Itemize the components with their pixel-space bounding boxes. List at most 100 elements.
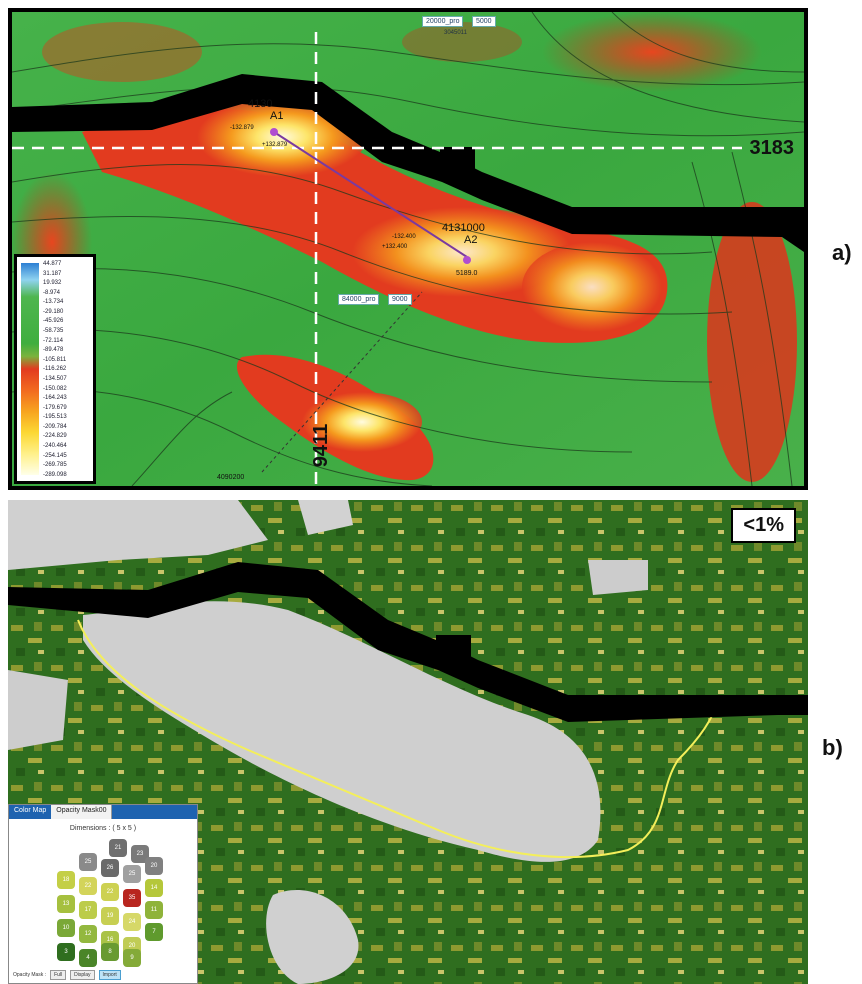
bare-area-west: [8, 670, 68, 750]
legend-tick: -164.243: [43, 395, 67, 402]
hex-cell[interactable]: 7: [145, 923, 163, 941]
well-a2-marker: [463, 256, 471, 264]
hex-cell[interactable]: 20: [145, 857, 163, 875]
import-button[interactable]: Import: [98, 970, 121, 980]
bare-area-n: [298, 500, 353, 535]
well-a1-value-top: -132.879: [230, 125, 254, 131]
tab-opacity-mask[interactable]: Opacity Mask00: [51, 805, 113, 819]
hex-cell[interactable]: 26: [101, 859, 119, 877]
full-button[interactable]: Full: [50, 970, 67, 980]
map-panel-a: 4130 A1 -132.879 +132.879 4131000 A2 -13…: [8, 8, 808, 490]
legend-tick: 44.877: [43, 261, 62, 267]
figure-label-b: b): [822, 735, 843, 760]
legend-tick: -58.735: [43, 328, 64, 335]
anomaly-south-peak: [302, 392, 422, 452]
legend-tick: -105.811: [43, 356, 67, 363]
anomaly-patch-ne: [542, 12, 762, 92]
legend-tick: -89.478: [43, 347, 64, 354]
hex-cell[interactable]: 3: [57, 943, 75, 961]
widget-tab-bar: Color Map Opacity Mask00: [9, 805, 197, 819]
legend-tick: -150.082: [43, 385, 67, 392]
legend-tick: -8.974: [43, 289, 61, 296]
well-a1-value-bottom: +132.879: [262, 142, 288, 148]
anomaly-peak-a2: [352, 207, 572, 297]
legend-tick: -29.180: [43, 308, 64, 315]
legend-tick: -72.114: [43, 337, 63, 344]
display-button[interactable]: Display: [70, 970, 95, 980]
hex-cell[interactable]: 14: [145, 879, 163, 897]
hex-cell[interactable]: 22: [101, 883, 119, 901]
well-a2-value-1: -132.400: [392, 234, 416, 240]
hex-cell[interactable]: 25: [79, 853, 97, 871]
percentage-badge: <1%: [731, 508, 796, 543]
road-junction: [436, 635, 471, 667]
hex-cell[interactable]: 18: [57, 871, 75, 889]
classification-canvas: [8, 500, 808, 984]
well-a1-name: A1: [270, 110, 284, 122]
legend-tick: 19.932: [43, 280, 62, 287]
well-a1-id: 4130: [248, 98, 273, 110]
well-a2-value-2: +132.400: [382, 244, 408, 250]
well-a2-depth: 5189.0: [456, 270, 478, 277]
hex-cell[interactable]: 23: [131, 845, 149, 863]
survey-line: [261, 291, 423, 473]
legend-tick: -269.785: [43, 462, 67, 469]
legend-color-bar: [21, 263, 39, 475]
anomaly-patch-n: [402, 22, 522, 62]
map-tag-top: 20000_pro: [422, 16, 464, 27]
legend-tick: -240.464: [43, 442, 67, 449]
heatmap-canvas: [12, 12, 804, 486]
legend-tick: -254.145: [43, 452, 67, 459]
hex-cell[interactable]: 24: [123, 913, 141, 931]
map-tag-mid: 84000_pro: [338, 294, 380, 305]
hex-cell[interactable]: 13: [57, 895, 75, 913]
well-a2-id: 4131000: [442, 222, 485, 234]
anomaly-peak-east: [522, 242, 662, 332]
hex-cell[interactable]: 8: [101, 943, 119, 961]
contour-lines: [12, 12, 804, 486]
bare-area-main: [83, 601, 601, 862]
figure-label-a: a): [832, 240, 852, 265]
road-junction: [440, 147, 475, 179]
hex-cell[interactable]: 12: [79, 925, 97, 943]
dimensions-label: Dimensions : ( 5 x 5 ): [69, 825, 137, 832]
map-panel-b: <1% Color Map Opacity Mask00 Dimensions …: [8, 500, 808, 984]
hex-cell[interactable]: 25: [123, 865, 141, 883]
bare-area-south: [266, 890, 359, 984]
bottom-coordinate: 4090200: [217, 474, 245, 481]
road-mask: [12, 74, 804, 252]
hex-cell[interactable]: 11: [145, 901, 163, 919]
bare-area-ne: [588, 560, 648, 595]
map-tag-top-2: 5000: [472, 16, 496, 27]
hex-cell[interactable]: 4: [79, 949, 97, 967]
well-a1-marker: [270, 128, 278, 136]
hex-cell[interactable]: 10: [57, 919, 75, 937]
hex-cell[interactable]: 9: [123, 949, 141, 967]
map-tag-mid-2: 9000: [388, 294, 412, 305]
well-path: [273, 131, 468, 258]
anomaly-boundary: [77, 619, 719, 859]
hex-cell[interactable]: 35: [123, 889, 141, 907]
hex-cell[interactable]: 19: [101, 907, 119, 925]
section-label-9411: 9411: [310, 423, 333, 468]
hex-cell[interactable]: 17: [79, 901, 97, 919]
legend-tick: -134.507: [43, 375, 67, 382]
legend-tick: -289.098: [43, 471, 67, 478]
anomaly-patch-east: [707, 202, 797, 482]
legend-tick: -224.829: [43, 433, 67, 440]
hex-cell[interactable]: 21: [109, 839, 127, 857]
hex-cell[interactable]: 22: [79, 877, 97, 895]
road-mask: [8, 562, 808, 722]
legend-tick: -209.784: [43, 423, 67, 430]
legend-tick: 31.187: [43, 270, 62, 277]
section-label-3183: 3183: [749, 137, 795, 159]
legend-tick: -116.262: [43, 366, 67, 373]
map-tag-top-sub: 3045011: [444, 30, 467, 36]
opacity-mask-label: Opacity Mask :: [13, 972, 47, 978]
legend-tick: -195.513: [43, 414, 67, 421]
tab-color-map[interactable]: Color Map: [14, 807, 47, 814]
legend-tick: -45.926: [43, 318, 64, 325]
opacity-mask-widget: Color Map Opacity Mask00 Dimensions : ( …: [8, 804, 198, 984]
